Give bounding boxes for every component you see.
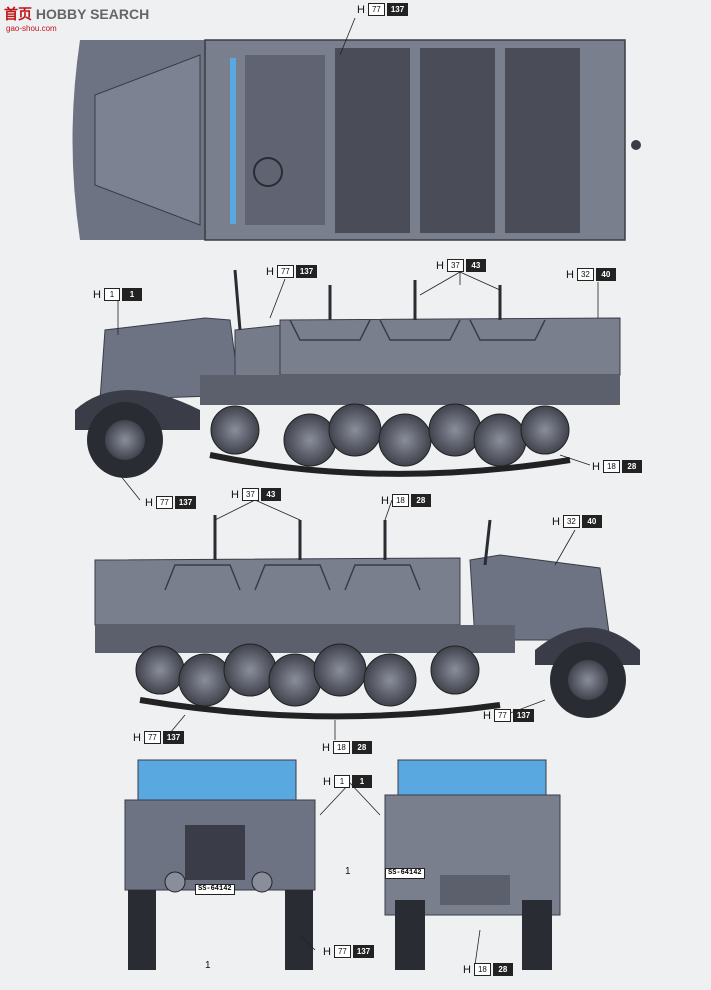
top-view <box>72 39 641 241</box>
watermark-url: gao-shou.com <box>6 24 57 33</box>
front-view <box>124 759 316 970</box>
leader-lines <box>117 17 599 966</box>
rear-view-number: 1 <box>345 866 351 877</box>
watermark: 首页 HOBBY SEARCH <box>4 4 149 24</box>
side-view-right <box>94 515 640 720</box>
front-plate: SS-64142 <box>195 884 235 895</box>
watermark-cn: 首页 <box>4 6 32 22</box>
rear-plate: SS-64142 <box>385 868 425 879</box>
rear-view <box>384 759 561 970</box>
side-view-left <box>75 269 621 478</box>
front-view-number: 1 <box>205 960 211 971</box>
watermark-en: HOBBY SEARCH <box>35 6 150 22</box>
